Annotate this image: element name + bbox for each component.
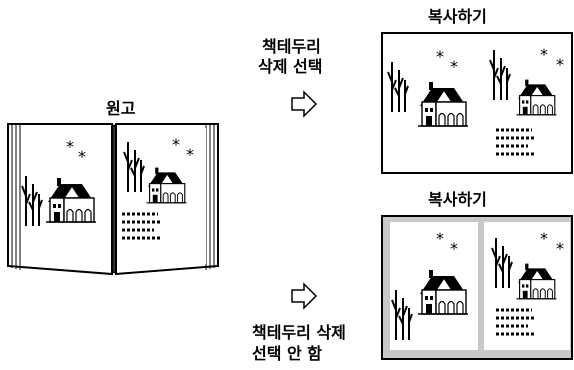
svg-text:*: * xyxy=(450,239,458,258)
original-label: 원고 xyxy=(106,99,136,118)
svg-text:*: * xyxy=(556,55,564,74)
star-icon: * * xyxy=(66,137,86,166)
svg-text:*: * xyxy=(540,229,548,248)
right-arrow-icon xyxy=(291,91,317,117)
svg-text:*: * xyxy=(186,145,194,164)
svg-text:*: * xyxy=(78,147,86,166)
top-result-page: * * * * xyxy=(381,32,573,174)
right-arrow-icon xyxy=(291,283,317,309)
svg-text:*: * xyxy=(66,137,74,156)
bottom-result-page: * * * * xyxy=(381,215,573,360)
open-book-icon: * * * * xyxy=(7,123,219,276)
svg-text:*: * xyxy=(450,57,458,76)
bottom-mode-label-line1: 책테두리 삭제 xyxy=(252,323,346,342)
svg-text:*: * xyxy=(436,229,444,248)
svg-text:*: * xyxy=(556,239,564,258)
top-mode-label-line1: 책테두리 xyxy=(262,37,321,56)
top-result-title: 복사하기 xyxy=(428,7,487,26)
bottom-result-title: 복사하기 xyxy=(428,190,487,209)
svg-text:*: * xyxy=(436,47,444,66)
top-mode-label-line2: 삭제 선택 xyxy=(258,57,323,76)
bottom-mode-label-line2: 선택 안 함 xyxy=(252,344,323,363)
svg-text:*: * xyxy=(172,135,180,154)
svg-text:*: * xyxy=(540,45,548,64)
